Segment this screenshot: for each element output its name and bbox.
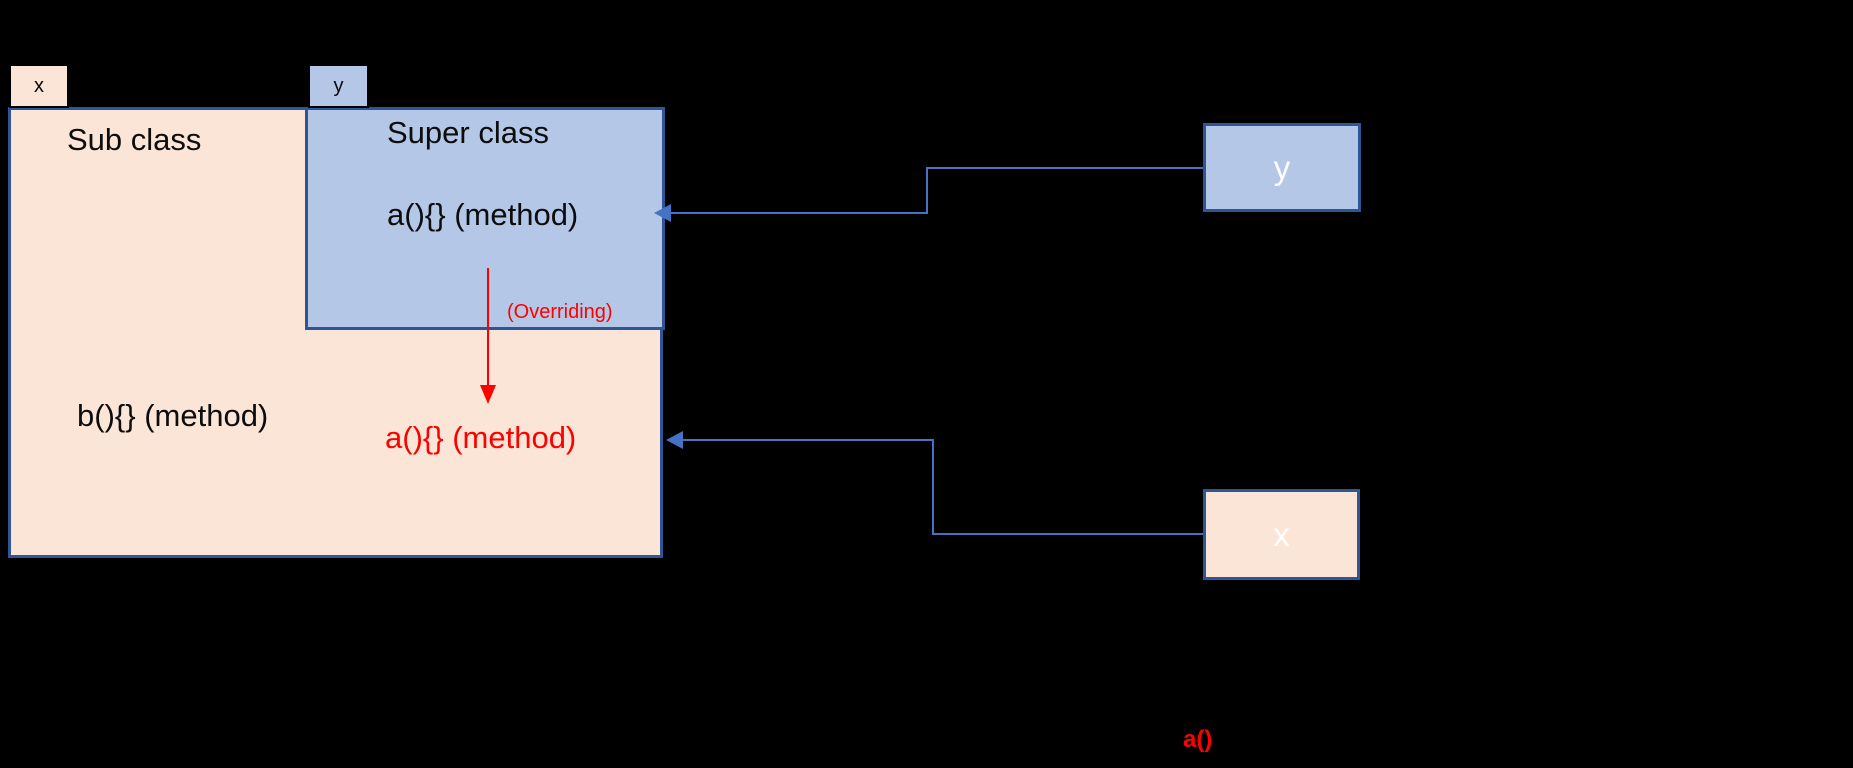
instance-y-box: y xyxy=(1203,123,1361,212)
sub-class-tab-label: x xyxy=(34,74,44,97)
connector-x-arrowhead-icon xyxy=(666,431,683,449)
super-class-tab: y xyxy=(308,64,369,108)
sub-class-method-label: b(){} (method) xyxy=(77,398,269,433)
connector-y-to-super-method xyxy=(669,167,1203,214)
method-call-label: a() xyxy=(1183,726,1213,753)
super-class-tab-label: y xyxy=(333,74,344,97)
super-class-title: Super class xyxy=(387,115,549,150)
sub-class-tab: x xyxy=(9,64,69,108)
super-class-method-label: a(){} (method) xyxy=(387,197,579,232)
super-class-box xyxy=(305,107,665,330)
overridden-method-label: a(){} (method) xyxy=(385,420,577,455)
instance-y-label: y xyxy=(1273,148,1291,186)
connector-x-to-overridden-method xyxy=(682,439,1203,535)
instance-x-label: x xyxy=(1273,515,1290,553)
instance-x-box: x xyxy=(1203,489,1360,580)
overriding-annotation: (Overriding) xyxy=(507,301,613,323)
sub-class-title: Sub class xyxy=(67,122,202,157)
